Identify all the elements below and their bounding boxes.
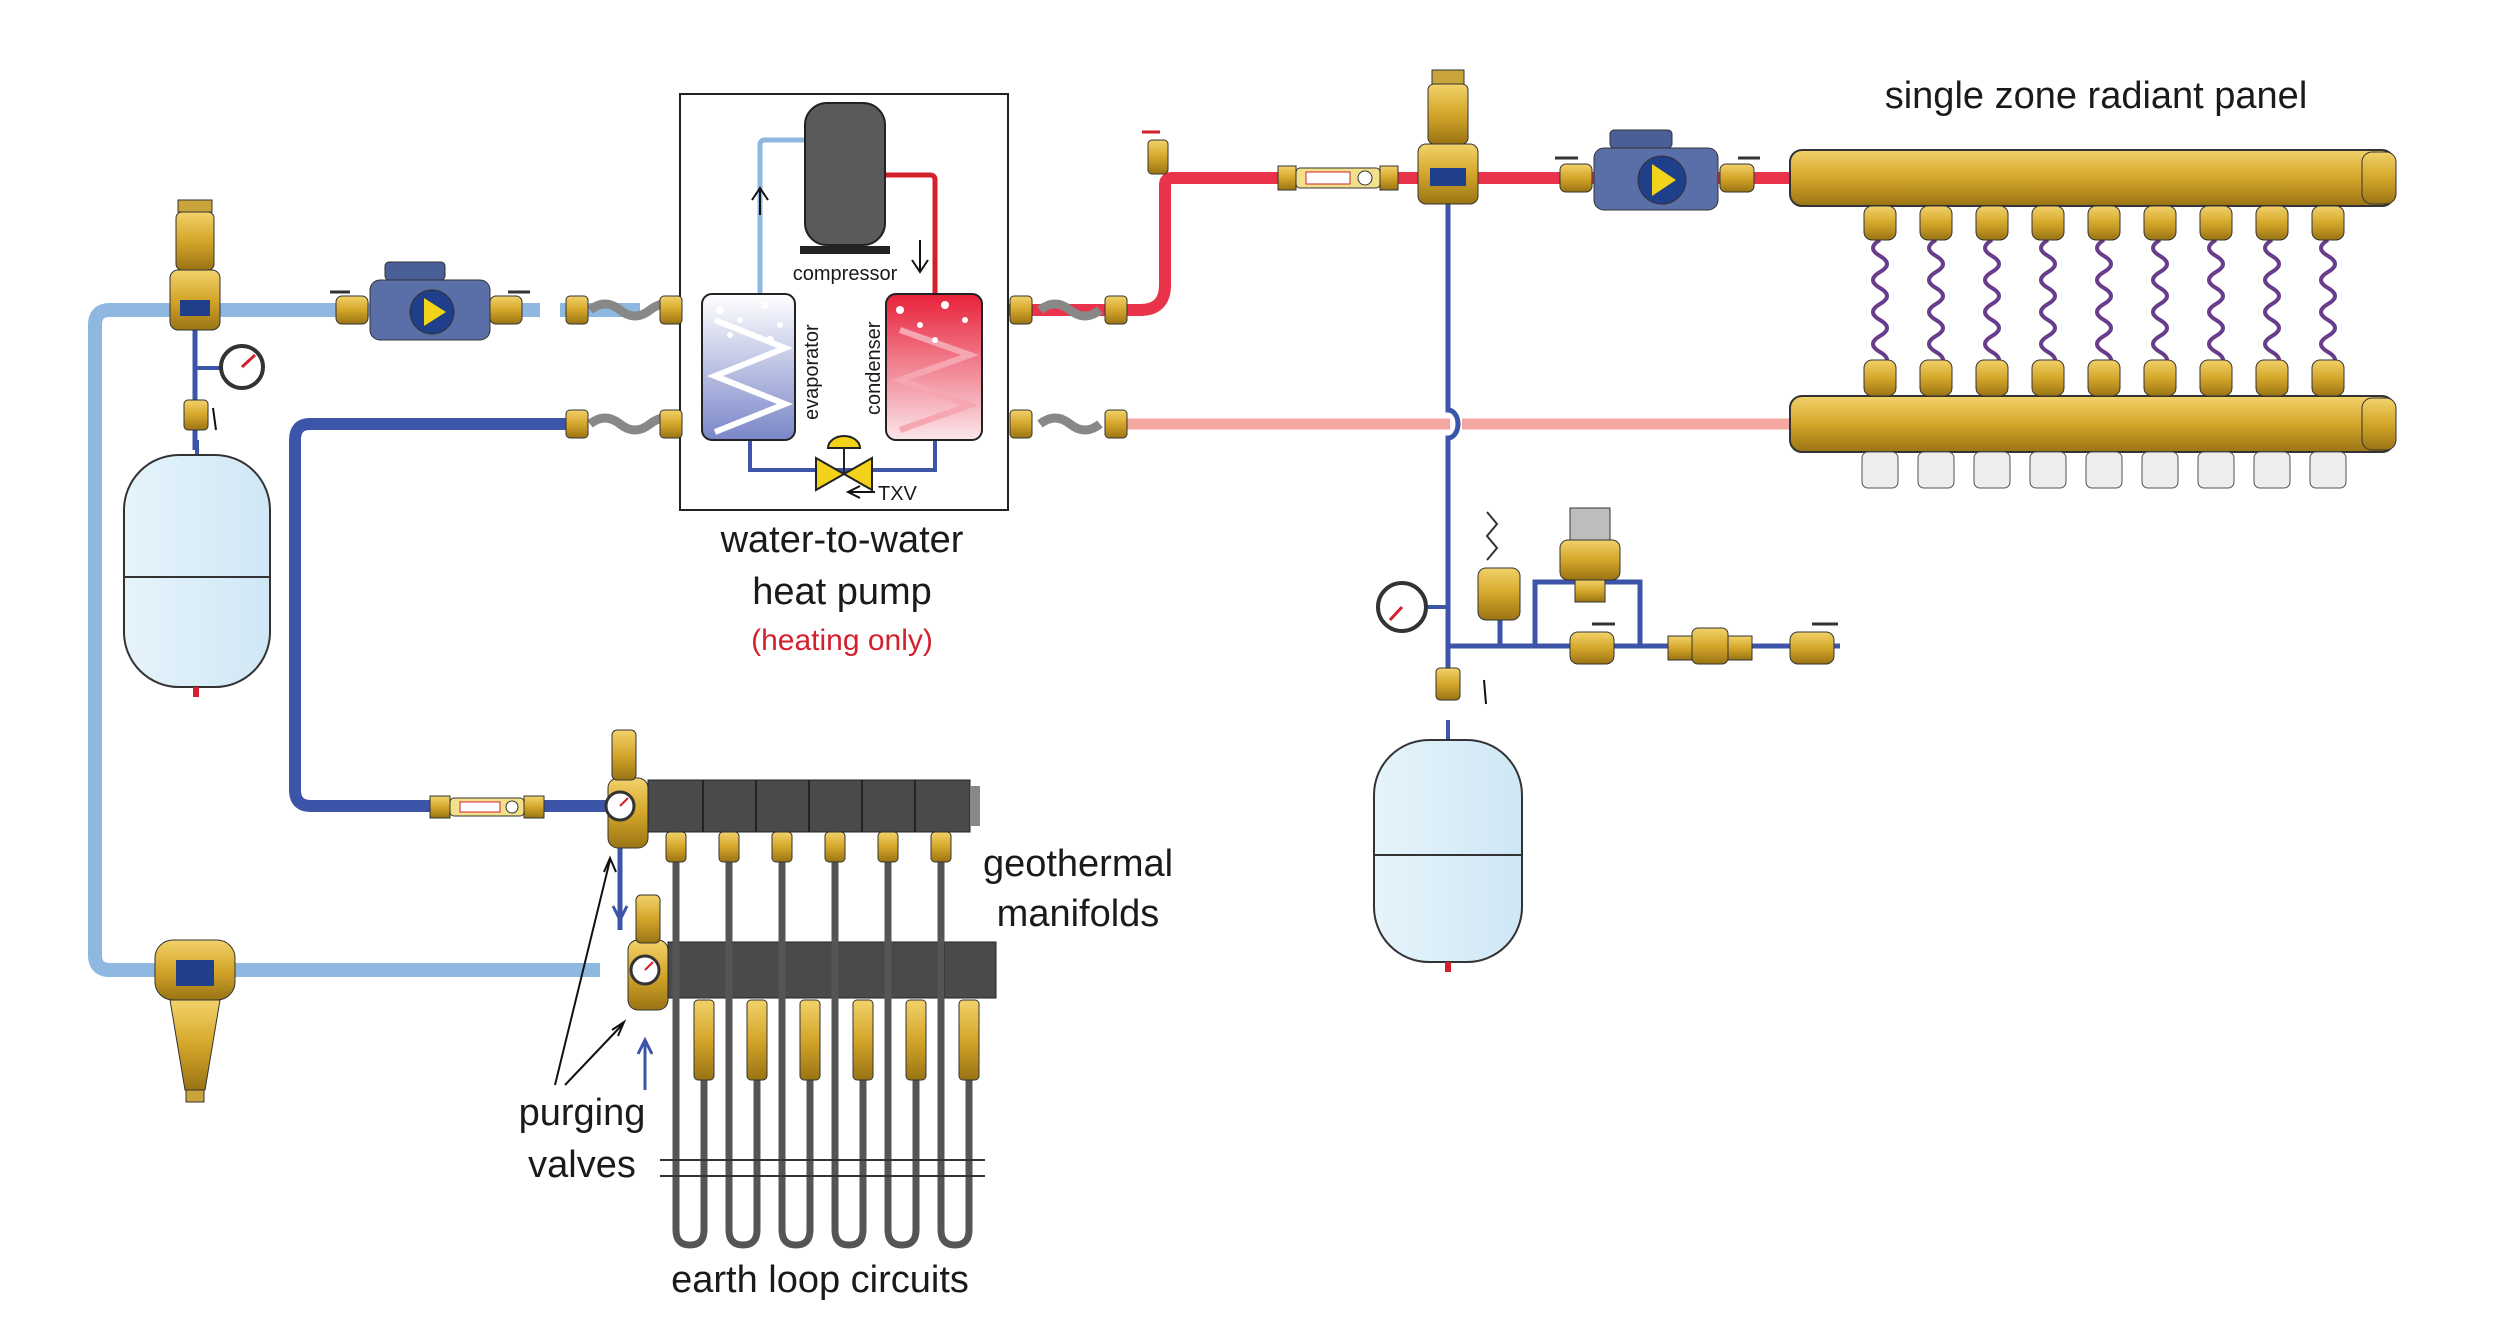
heat-pump: compressor evaporator condenser TXV (679, 93, 1009, 511)
isolation-valve-left (183, 399, 217, 431)
air-separator-right (1417, 69, 1479, 205)
purging-label-line1: purging (519, 1092, 646, 1134)
refrigerant-low-line (757, 137, 805, 300)
flow-meter-left (429, 795, 545, 819)
txv-pointer (845, 485, 875, 499)
radiant-return-valves (1863, 359, 2345, 397)
fill-line-pipe (1445, 178, 1461, 700)
heat-pump-connectors (565, 295, 1128, 439)
heat-pump-title-line2: heat pump (752, 571, 932, 613)
condenser-coil (891, 327, 979, 433)
purge-flow-arrows (611, 870, 654, 1090)
hose-bib-valve (1142, 130, 1169, 175)
radiant-panel-label: single zone radiant panel (1885, 75, 2308, 117)
compressor-label: compressor (793, 263, 898, 285)
hot-supply-pipe (1110, 172, 1800, 316)
air-vent-left (169, 199, 221, 331)
evaporator-vessel (701, 293, 796, 441)
loop-flow-meters-lower (693, 999, 980, 1081)
earth-loop-label: earth loop circuits (671, 1259, 969, 1301)
flow-arrow-down (911, 240, 929, 274)
loop-valves-upper (665, 831, 952, 863)
expansion-tank-right (1373, 720, 1523, 972)
isolation-valve-right (1435, 667, 1487, 705)
pressure-gauge-right (1376, 581, 1448, 633)
radiant-supply-valves (1863, 205, 2345, 241)
pressure-gauge-left (195, 344, 265, 390)
refrigerant-liquid-line (748, 440, 937, 472)
txv-valve (815, 435, 873, 492)
txv-label: TXV (878, 483, 918, 505)
refrigerant-high-line (885, 172, 938, 295)
circulator-right (1555, 129, 1760, 211)
radiant-manifold-return (1789, 395, 2397, 453)
geothermal-label-line1: geothermal (983, 843, 1173, 885)
fill-line-valves (1569, 622, 1838, 665)
compressor-body (804, 102, 886, 246)
evaporator-coil (706, 317, 794, 435)
radiant-actuator-caps (1861, 451, 2347, 489)
pressure-reducing-valve (1559, 507, 1621, 603)
purging-label-line2: valves (528, 1144, 636, 1186)
dirt-separator (154, 939, 236, 1103)
purging-pointer-lines (554, 855, 627, 1086)
condenser-label: condenser (863, 321, 885, 415)
flow-meter-right (1277, 165, 1399, 191)
compressor-feet (800, 246, 890, 254)
heat-pump-note: (heating only) (751, 624, 933, 657)
circulator-left (330, 261, 530, 341)
condenser-bubbles (896, 301, 968, 343)
geothermal-label-line2: manifolds (997, 893, 1160, 935)
evaporator-label: evaporator (801, 324, 823, 420)
radiant-manifold-supply (1789, 149, 2397, 207)
evaporator-bubbles (716, 301, 783, 344)
expansion-tank-left (123, 440, 271, 697)
earth-loop-break (660, 1159, 985, 1177)
flow-arrow-up (751, 186, 769, 215)
cold-loop-pipe (289, 418, 620, 812)
geo-manifold-upper (604, 729, 980, 849)
relief-valve (1477, 511, 1521, 621)
earth-loop-circuits (672, 832, 973, 1249)
heat-pump-title-line1: water-to-water (720, 519, 964, 561)
